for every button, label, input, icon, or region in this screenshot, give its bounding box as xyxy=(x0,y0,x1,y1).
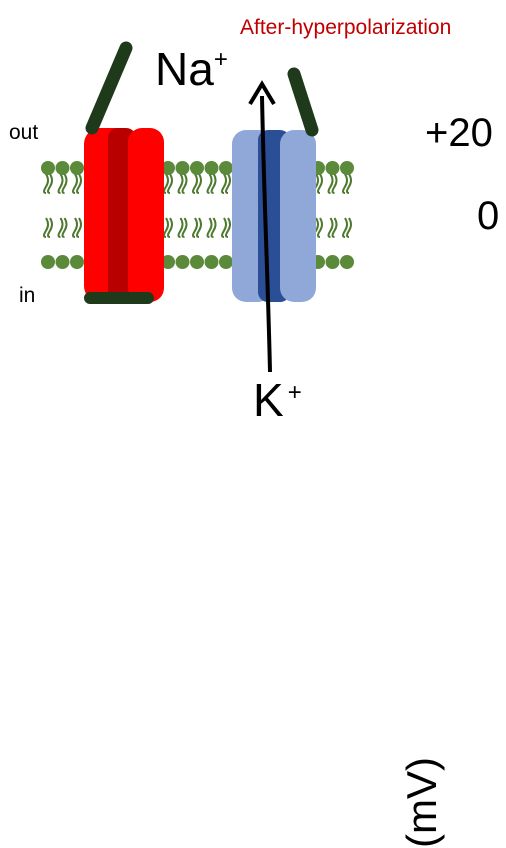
lipid-tail xyxy=(327,173,334,194)
inside-label: in xyxy=(19,284,36,307)
lipid-tail xyxy=(331,173,338,194)
lipid-head xyxy=(190,161,204,175)
lipid-tail xyxy=(221,173,227,194)
lipid-tail xyxy=(196,173,202,194)
lipid-tail xyxy=(47,173,53,194)
lipid-tail xyxy=(57,217,64,238)
lipid-tail xyxy=(221,217,227,238)
lipid-head xyxy=(204,255,219,269)
potassium-ion-symbol: K xyxy=(253,374,284,426)
lipid-tail xyxy=(225,217,231,238)
lipid-head xyxy=(204,161,219,175)
lipid-head xyxy=(175,255,190,269)
outside-label: out xyxy=(9,121,39,144)
lipid-tail xyxy=(177,217,184,238)
lipid-head xyxy=(219,161,233,175)
lipid-tail xyxy=(192,173,198,194)
potassium-ion-label: K+ xyxy=(253,377,302,423)
lipid-tail xyxy=(61,217,68,238)
lipid-tail xyxy=(57,173,64,194)
lipid-bilayer xyxy=(41,161,354,269)
lipid-tail xyxy=(167,173,173,194)
lipid-head xyxy=(161,161,175,175)
lipid-tail xyxy=(225,173,231,194)
lipid-head xyxy=(325,161,340,175)
lipid-head xyxy=(55,255,70,269)
lipid-tail xyxy=(163,217,169,238)
lipid-head xyxy=(340,161,354,175)
sodium-ion-charge: + xyxy=(213,46,228,73)
potassium-channel-right-wall xyxy=(280,130,316,302)
lipid-tail xyxy=(210,173,217,194)
lipid-tail xyxy=(342,217,348,238)
lipid-head xyxy=(41,161,55,175)
lipid-tail xyxy=(76,173,82,194)
axis-tick-plus20: +20 xyxy=(425,111,493,155)
lipid-head xyxy=(190,255,204,269)
sodium-channel xyxy=(84,41,164,304)
lipid-tail xyxy=(210,217,217,238)
lipid-head xyxy=(325,255,340,269)
lipid-tail xyxy=(317,217,323,238)
lipid-tail xyxy=(47,217,53,238)
lipid-tail xyxy=(346,173,352,194)
lipid-tail xyxy=(72,217,78,238)
lipid-head xyxy=(340,255,354,269)
lipid-head xyxy=(41,255,55,269)
potassium-efflux-arrow xyxy=(248,80,276,373)
sodium-channel-right-wall xyxy=(128,128,164,302)
lipid-tail xyxy=(181,173,188,194)
potassium-ion-charge: + xyxy=(287,379,302,406)
membrane-channel-illustration xyxy=(41,41,354,373)
lipid-head xyxy=(55,161,70,175)
lipid-tail xyxy=(342,173,348,194)
lipid-tail xyxy=(167,217,173,238)
lipid-tail xyxy=(206,217,213,238)
arrow-head xyxy=(248,80,276,106)
lipid-tail xyxy=(177,173,184,194)
arrow-shaft xyxy=(260,95,272,373)
lipid-tail xyxy=(192,217,198,238)
lipid-tail xyxy=(331,217,338,238)
lipid-tail xyxy=(43,173,49,194)
lipid-tail xyxy=(163,173,169,194)
lipid-head xyxy=(175,161,190,175)
sodium-ion-label: Na+ xyxy=(155,46,228,92)
lipid-tail xyxy=(327,217,334,238)
sodium-ion-symbol: Na xyxy=(155,43,214,95)
lipid-tail xyxy=(206,173,213,194)
lipid-head xyxy=(70,161,84,175)
lipid-tail xyxy=(317,173,323,194)
lipid-tail xyxy=(181,217,188,238)
axis-unit-label: (mV) xyxy=(398,757,445,848)
lipid-tail xyxy=(346,217,352,238)
potassium-gate xyxy=(287,67,319,137)
axis-tick-zero: 0 xyxy=(477,194,500,238)
lipid-tail xyxy=(43,217,49,238)
membrane-diagram: After-hyperpolarization Na+ K+ out in +2… xyxy=(9,16,500,848)
lipid-head xyxy=(70,255,84,269)
lipid-head xyxy=(161,255,175,269)
lipid-tail xyxy=(196,217,202,238)
phase-title: After-hyperpolarization xyxy=(240,16,452,39)
lipid-tail xyxy=(61,173,68,194)
potassium-channel xyxy=(232,67,319,302)
sodium-activation-gate xyxy=(85,41,133,135)
lipid-head xyxy=(219,255,233,269)
lipid-tail xyxy=(76,217,82,238)
lipid-tail xyxy=(72,173,78,194)
